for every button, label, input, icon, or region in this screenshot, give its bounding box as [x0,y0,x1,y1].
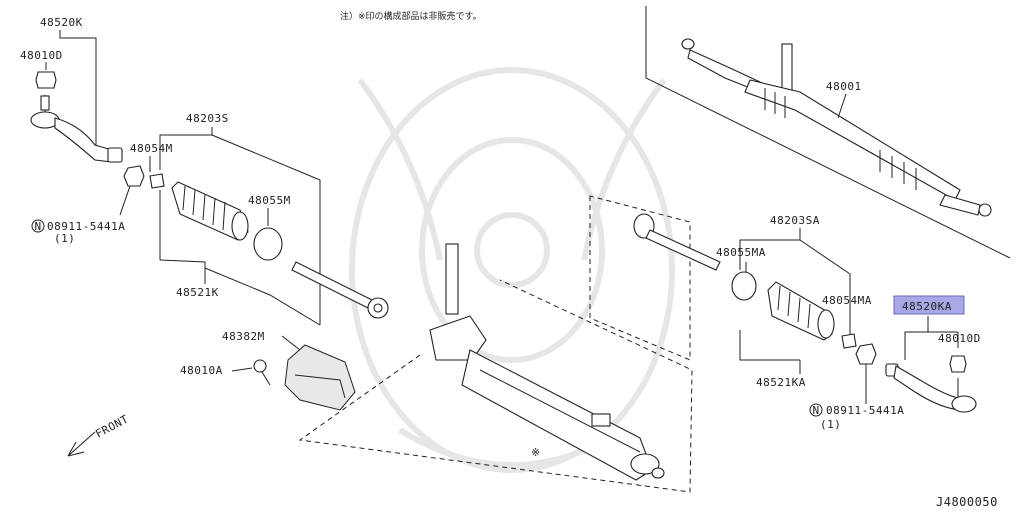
clip-48054M[interactable] [149,173,165,189]
label-48382M[interactable]: 48382M [222,330,265,343]
label-48520K[interactable]: 48520K [40,16,83,29]
clip-48054MA[interactable] [841,333,857,349]
label-48521K[interactable]: 48521K [176,286,219,299]
label-48521KA[interactable]: 48521KA [756,376,806,389]
label-48010D-right[interactable]: 48010D [938,332,981,345]
nut-08911-left[interactable] [123,165,145,187]
front-label: FRONT [93,412,131,440]
circled-n-left-text: N [35,220,42,233]
nut-08911-right[interactable] [855,343,877,365]
qty-right: (1) [820,418,841,431]
tie-rod-end-left[interactable] [30,95,123,163]
label-48055M[interactable]: 48055M [248,194,291,207]
label-08911-right[interactable]: 08911-5441A [826,404,904,417]
label-48010A[interactable]: 48010A [180,364,223,377]
label-48203S[interactable]: 48203S [186,112,229,125]
steering-gear-assembly-48001[interactable] [681,38,992,217]
tie-rod-end-right[interactable] [885,363,977,413]
boot-left[interactable] [171,181,249,241]
band-48055M[interactable] [253,227,283,261]
highlight-48520KA [893,295,965,315]
circled-n-left [31,219,45,233]
label-08911-left[interactable]: 08911-5441A [47,220,125,233]
inner-socket-left[interactable] [291,261,389,319]
band-48055MA[interactable] [731,271,757,301]
non-sale-note: 注）※印の構成部品は非販売です。 [340,10,482,22]
non-sale-mark-center: ※ [531,446,541,459]
inner-socket-right[interactable] [633,213,721,271]
circled-n-right-text: N [813,404,820,417]
label-48054MA[interactable]: 48054MA [822,294,872,307]
front-arrow: FRONT [67,412,131,457]
label-48010D-left[interactable]: 48010D [20,49,63,62]
bolt-48010A[interactable] [253,359,271,386]
cover-48382M[interactable] [284,344,356,411]
label-48520KA[interactable]: 48520KA [902,300,952,313]
label-48001[interactable]: 48001 [826,80,862,93]
diagram-code: J4800050 [936,495,998,509]
boot-right[interactable] [767,281,835,341]
steering-gear-housing[interactable] [429,243,665,481]
circled-n-right [809,403,823,417]
qty-left: (1) [54,232,75,245]
nut-48010D-right[interactable] [949,355,967,373]
label-48203SA[interactable]: 48203SA [770,214,820,227]
watermark-emblem [349,67,675,473]
nut-48010D-left[interactable] [35,71,57,89]
label-48054M[interactable]: 48054M [130,142,173,155]
label-48055MA[interactable]: 48055MA [716,246,766,259]
